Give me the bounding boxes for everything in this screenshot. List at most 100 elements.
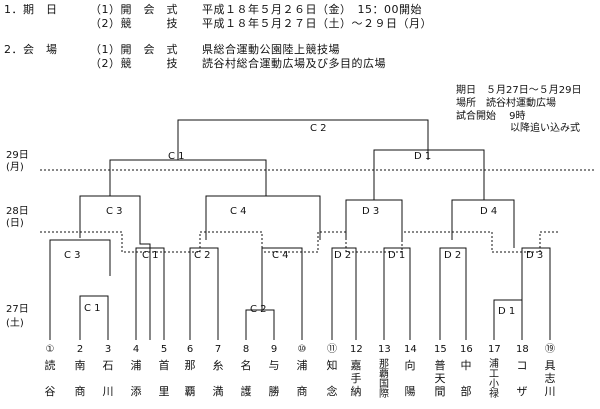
r2-c1-conn <box>139 240 151 340</box>
team-name-char: 間 <box>434 385 446 398</box>
team-name-char: 満 <box>212 385 224 398</box>
r2-c4 <box>261 247 303 340</box>
team-name-char: 際 <box>379 389 389 400</box>
competition-date: 平成１８年５月２７日（土）～２９日（月） <box>202 17 432 30</box>
team-number: 14 <box>404 344 417 355</box>
team-name-char: 里 <box>158 385 170 398</box>
court-r1-c1: C 1 <box>84 303 101 314</box>
section1-label: 1．期 日 <box>4 3 58 16</box>
qf-c3 <box>79 195 141 240</box>
r2-c2 <box>189 247 219 340</box>
team-name-char: 南 <box>74 359 86 372</box>
court-r2-d3: D 3 <box>526 250 544 261</box>
team-name-char: 添 <box>130 385 142 398</box>
opening-venue-item: （1）開 会 式 <box>90 43 178 56</box>
r1-d1 <box>493 299 523 340</box>
team-number: 18 <box>516 344 529 355</box>
team-name-char: 普 <box>434 359 446 372</box>
team-name-char: 志 <box>544 372 556 385</box>
team-name-char: 谷 <box>44 385 56 398</box>
team-name-char: 糸 <box>212 359 224 372</box>
box-note: 以降追い込み式 <box>510 123 580 134</box>
court-r1-c2: C 2 <box>250 304 267 315</box>
competition-venue: 読谷村総合運動広場及び多目的広場 <box>202 57 386 70</box>
court-r2-c3: C 3 <box>64 250 81 261</box>
qf-d3 <box>345 199 403 240</box>
team-name-char: 与 <box>268 359 280 372</box>
court-r2-d2b: D 2 <box>444 250 462 261</box>
team-name-char: 小 <box>489 379 499 390</box>
team-number: 5 <box>160 344 168 355</box>
r2-d3 <box>521 247 551 340</box>
competition-item: （2）競 技 <box>90 17 178 30</box>
team-number: 13 <box>378 344 391 355</box>
team-number: ⑲ <box>545 344 555 355</box>
team-number: 7 <box>214 344 222 355</box>
team-name-char: 禄 <box>489 389 499 400</box>
team-name-char: 部 <box>460 385 472 398</box>
day29-date: 29日 <box>6 150 29 161</box>
team-name-char: 那 <box>184 359 196 372</box>
court-r2-c2: C 2 <box>194 250 211 261</box>
team-name-char: 浦 <box>489 359 499 370</box>
team-name-char: 護 <box>240 385 252 398</box>
opening-venue: 県総合運動公園陸上競技場 <box>202 43 340 56</box>
qf-d4 <box>451 199 515 248</box>
team-name-char: 覇 <box>379 369 389 380</box>
court-r2-c4: C 4 <box>272 250 289 261</box>
final-line <box>177 119 429 160</box>
section2-label: 2．会 場 <box>4 43 58 56</box>
team-name-char: 勝 <box>268 385 280 398</box>
semi-right <box>373 149 485 200</box>
team-name-char: 覇 <box>184 385 196 398</box>
team-name-char: 商 <box>296 385 308 398</box>
team-name-char: 浦 <box>130 359 142 372</box>
team-number: ⑩ <box>297 344 307 355</box>
team-name-char: 知 <box>326 359 338 372</box>
team-name-char: 納 <box>350 385 362 398</box>
team-name-char: 商 <box>74 385 86 398</box>
day28-divider-b <box>112 231 560 253</box>
team-name-char: 嘉 <box>350 359 362 372</box>
team-name-char: 浦 <box>296 359 308 372</box>
team-number: 6 <box>186 344 194 355</box>
box-place: 場所 読谷村運動広場 <box>456 98 556 109</box>
day29-dow: (月) <box>6 162 24 173</box>
r2-d2 <box>331 247 357 340</box>
team-name-char: 工 <box>489 369 499 380</box>
day27-date: 27日 <box>6 304 29 315</box>
team-number: 8 <box>242 344 250 355</box>
r2-d2b <box>439 247 467 340</box>
team-number: ① <box>45 344 55 355</box>
opening-date: 平成１８年５月２６日（金） 15：00開始 <box>202 3 422 16</box>
team-name-char: 名 <box>240 359 252 372</box>
semi-left <box>109 159 267 196</box>
r2-c1 <box>135 247 165 340</box>
team-name-char: コ <box>516 359 528 372</box>
team-number: ⑪ <box>327 344 337 355</box>
team-name-char: 国 <box>379 379 389 390</box>
team-name-char: 陽 <box>404 385 416 398</box>
team-number: 9 <box>270 344 278 355</box>
team-number: 4 <box>132 344 140 355</box>
team-name-char: 首 <box>158 359 170 372</box>
team-name-char: 念 <box>326 385 338 398</box>
competition-venue-item: （2）競 技 <box>90 57 178 70</box>
qf-c4 <box>205 195 321 240</box>
court-r2-d1: D 1 <box>388 250 406 261</box>
team-name-char: 手 <box>350 372 362 385</box>
r2-c3 <box>49 239 111 296</box>
court-final: C 2 <box>310 123 327 134</box>
court-semi-left: C 1 <box>168 151 185 162</box>
opening-item: （1）開 会 式 <box>90 3 178 16</box>
r2-d1 <box>383 247 411 340</box>
team-number: 12 <box>350 344 363 355</box>
day28-date: 28日 <box>6 206 29 217</box>
team-number: 3 <box>104 344 112 355</box>
r1-c1 <box>79 295 109 340</box>
r1-c2 <box>245 309 275 340</box>
court-r2-d2: D 2 <box>334 250 352 261</box>
team-number: 17 <box>488 344 501 355</box>
team-name-char: 川 <box>102 385 114 398</box>
